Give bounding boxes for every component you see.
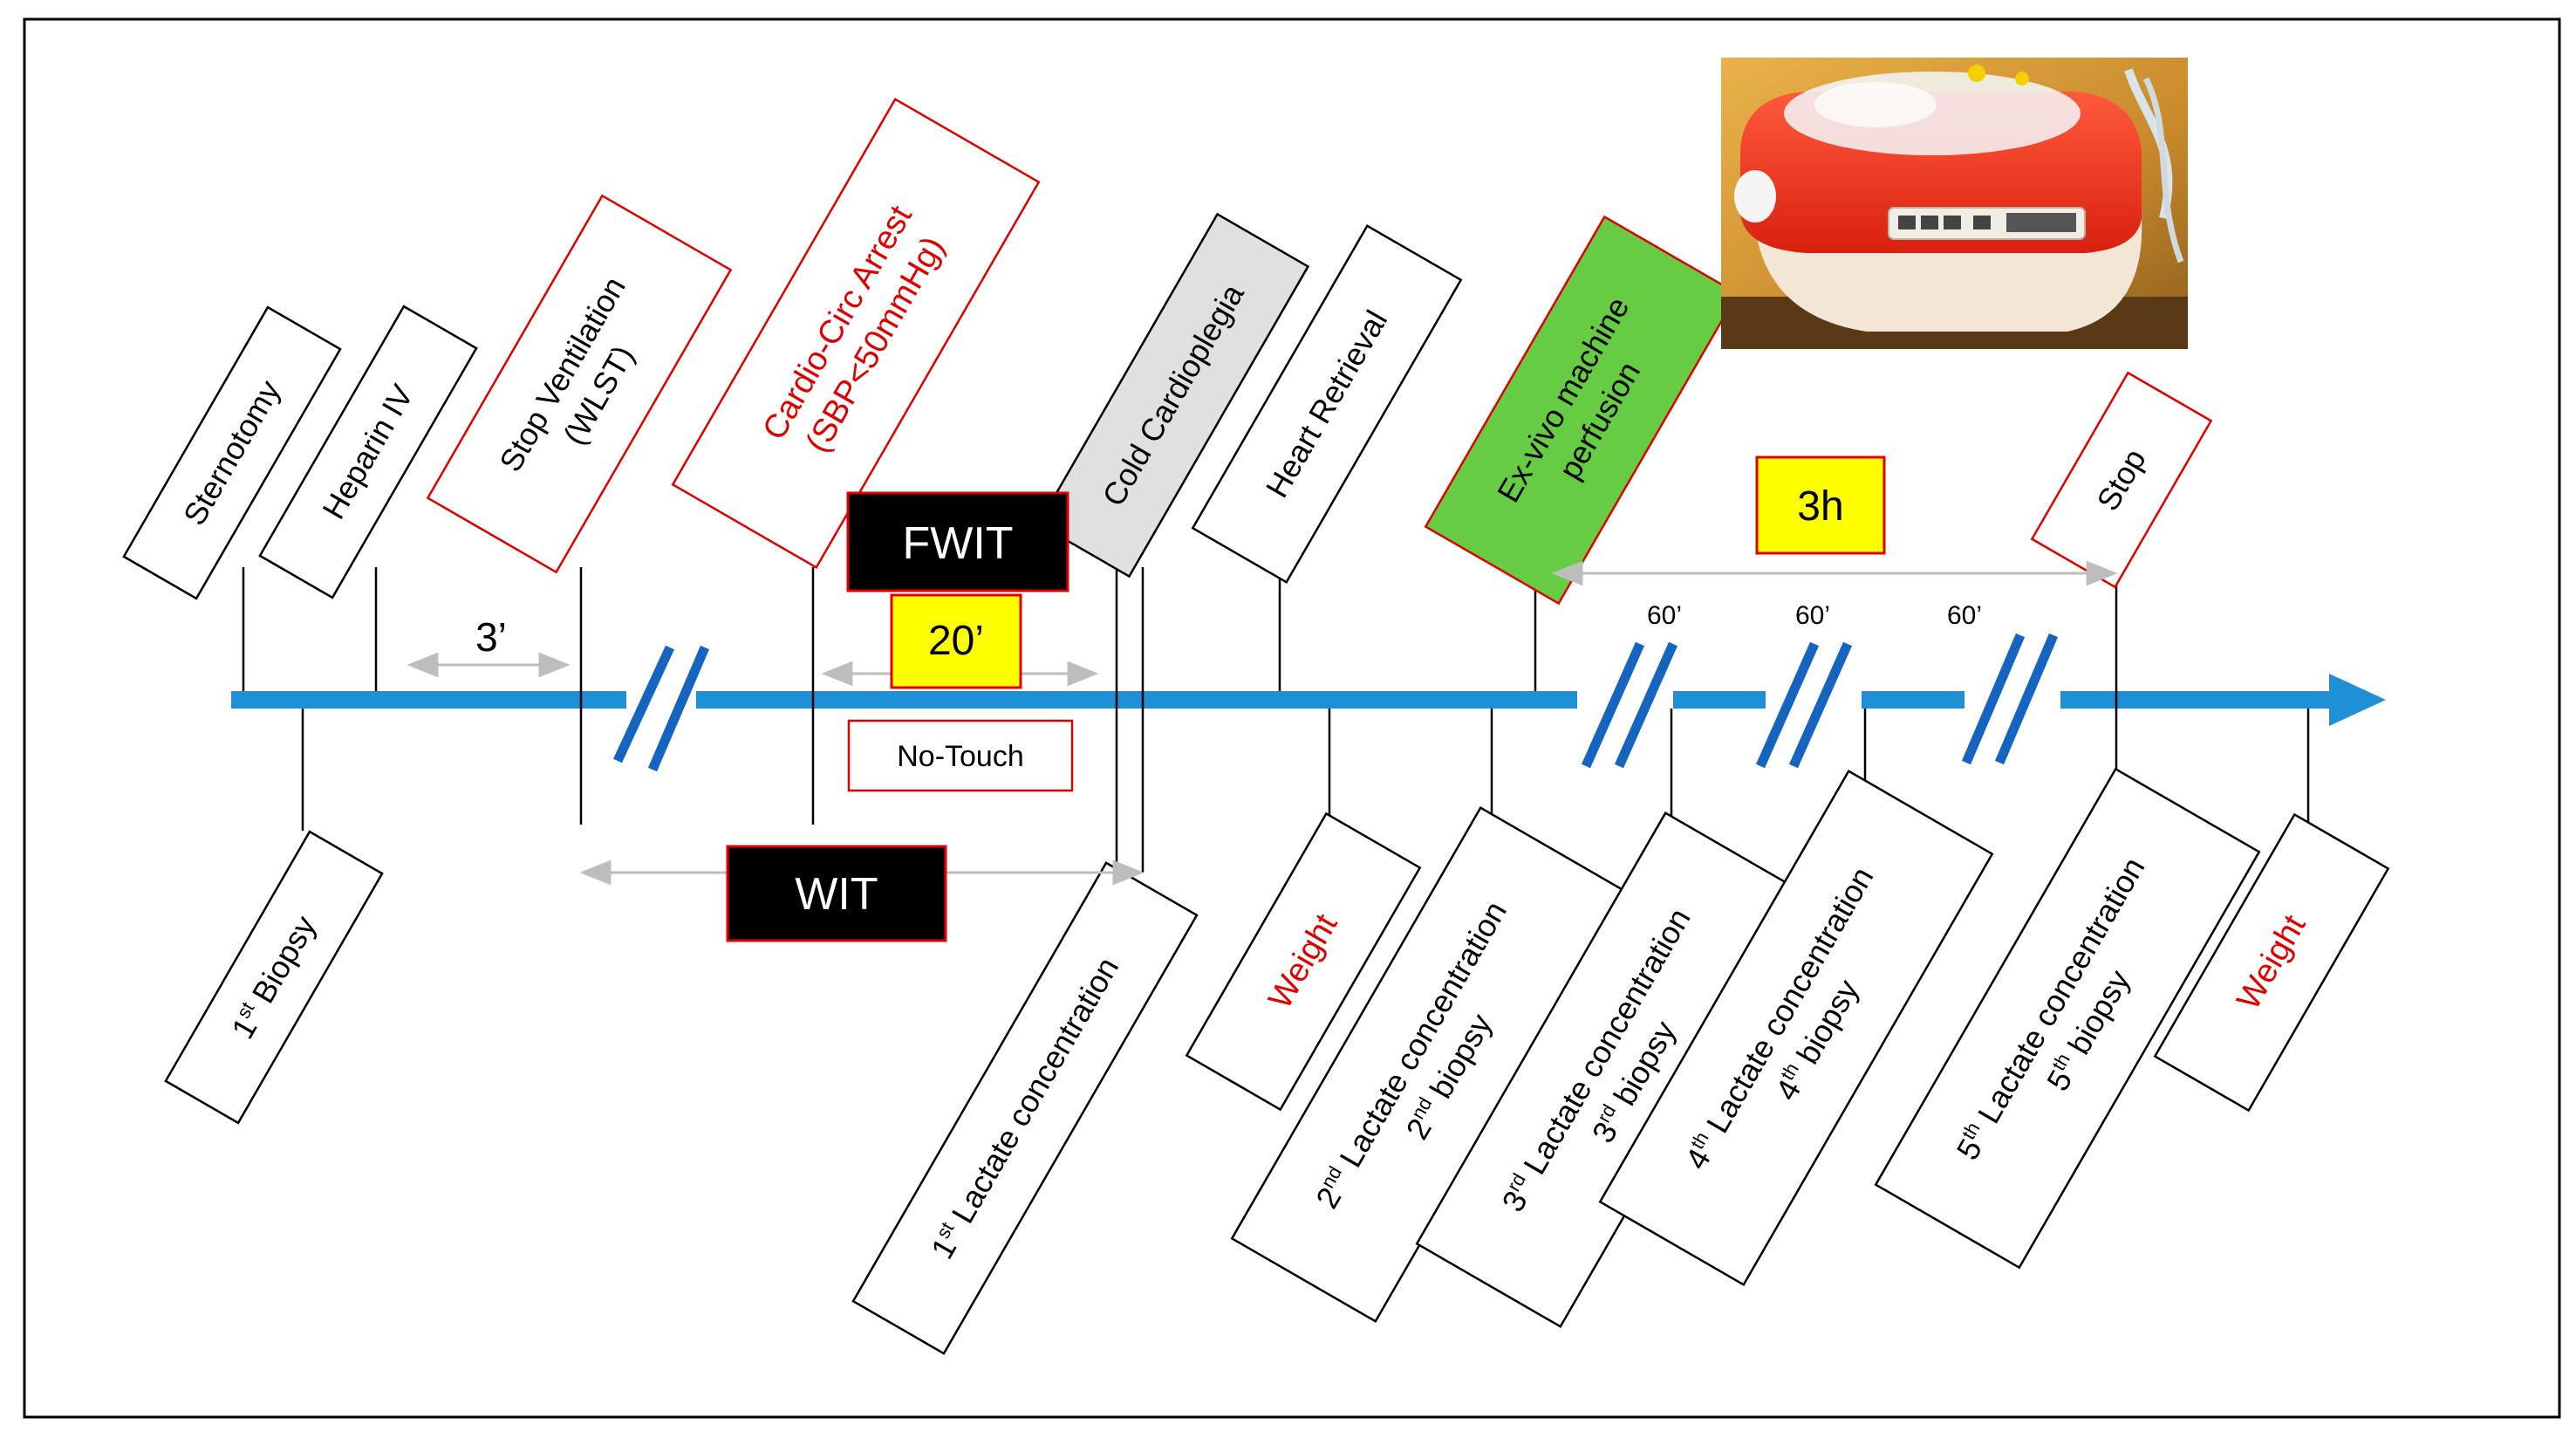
fwit-label: FWIT <box>902 518 1013 569</box>
break-mark <box>1961 633 2059 765</box>
three-hour-box: 3h <box>1755 455 1886 555</box>
fwit-box: FWIT <box>846 491 1069 592</box>
sixty-min-label-1: 60’ <box>1647 601 1682 630</box>
break-mark <box>1581 641 1678 769</box>
three-hour-label: 3h <box>1797 483 1843 530</box>
twenty-min-box: 20’ <box>890 593 1022 689</box>
break-mark <box>1755 641 1853 769</box>
wit-box: WIT <box>726 845 947 942</box>
no-touch-box: No-Touch <box>847 719 1074 792</box>
break-mark <box>613 645 710 772</box>
fourth-sample-box: 4th Lactate concentration 4th biopsy <box>1598 769 1994 1287</box>
top-connectors <box>242 567 2118 873</box>
sixty-min-label-3: 60’ <box>1947 601 1982 630</box>
first-biopsy-box: 1st Biopsy <box>164 830 384 1125</box>
weight-box-2: Weight <box>2153 812 2390 1113</box>
bottom-connectors <box>301 709 2310 831</box>
sixty-min-label-2: 60’ <box>1795 601 1830 630</box>
stop-ventilation-box: Stop Ventilation (WLST) <box>426 194 733 574</box>
no-touch-label: No-Touch <box>897 740 1024 773</box>
weight-box-1: Weight <box>1185 811 1422 1112</box>
ex-vivo-box: Ex-vivo machine perfusion <box>1424 215 1739 606</box>
stop-box: Stop <box>2030 371 2213 589</box>
perfusion-device-photo <box>1721 58 2188 349</box>
cardio-circ-arrest-box: Cardio-Circ Arrest (SBP<50mmHg) <box>671 97 1041 570</box>
twenty-min-label: 20’ <box>928 618 984 664</box>
wit-label: WIT <box>795 869 878 920</box>
three-min-label: 3’ <box>475 614 507 660</box>
